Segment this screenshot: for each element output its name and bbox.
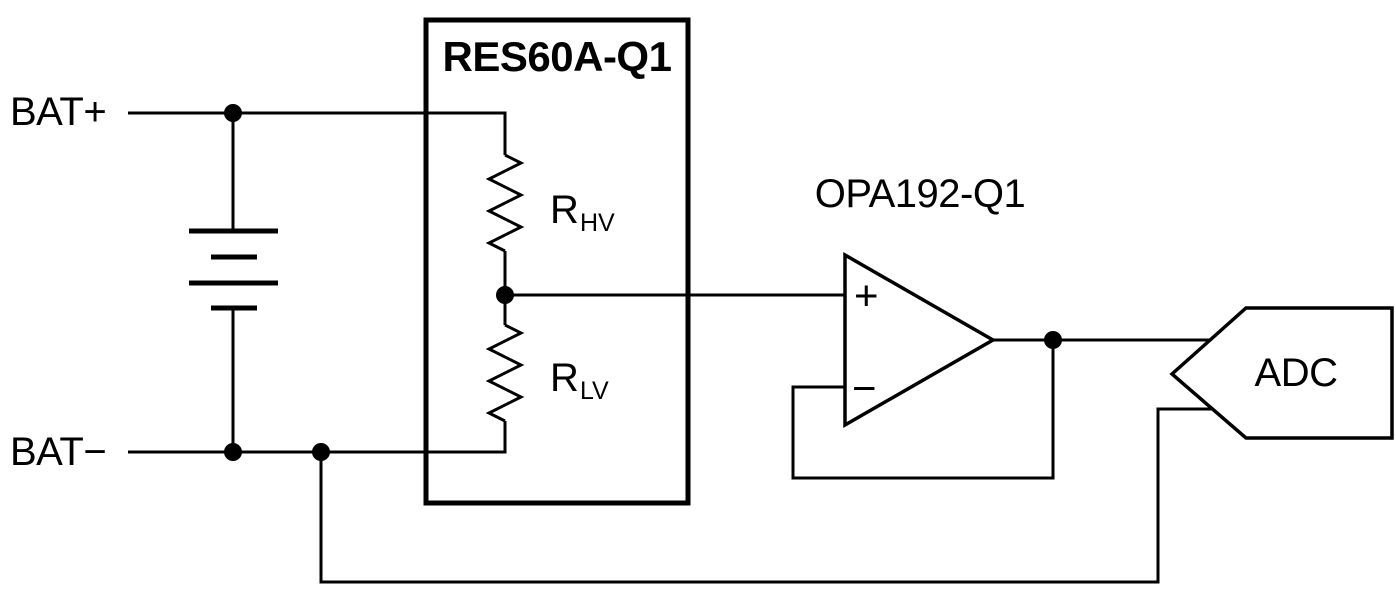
terminal-labels: BAT+ BAT− <box>10 90 107 474</box>
adc-tag <box>1169 306 1394 440</box>
junction-dot-bat-plus <box>224 104 242 122</box>
bat-plus-label: BAT+ <box>10 90 106 134</box>
wire-feedback-loop <box>791 340 1055 480</box>
opamp-noninverting-sign: + <box>854 272 878 319</box>
resistor-rhv <box>485 153 525 253</box>
res60a-box <box>423 17 691 506</box>
resistor-network-block: RES60A-Q1 R HV R LV <box>423 17 691 506</box>
rlv-label: R <box>550 356 578 400</box>
resistor-rlv <box>485 323 525 423</box>
junction-dot-bat-minus-return <box>312 443 330 461</box>
bat-minus-label: BAT− <box>10 430 106 474</box>
battery-symbol <box>189 228 278 311</box>
opamp-triangle <box>843 251 997 429</box>
opamp-label: OPA192-Q1 <box>815 172 1025 216</box>
wire-ground-return <box>319 407 1212 584</box>
junction-dot-bat-minus-battery <box>224 443 242 461</box>
wires <box>128 111 1212 584</box>
junction-dot-divider-midpoint <box>496 286 514 304</box>
junction-dot-opamp-output <box>1044 331 1062 349</box>
rlv-label-subscript: LV <box>580 377 609 405</box>
junction-dots <box>224 104 1062 461</box>
opamp-inverting-sign: − <box>852 365 876 412</box>
rhv-label: R <box>550 188 578 232</box>
wire-bat-minus <box>128 421 507 454</box>
opamp: OPA192-Q1 + − <box>815 172 1026 429</box>
adc-label: ADC <box>1255 351 1338 395</box>
res60a-title: RES60A-Q1 <box>443 33 672 80</box>
adc-block: ADC <box>1169 306 1394 440</box>
rhv-label-subscript: HV <box>580 209 615 237</box>
wire-bat-plus <box>128 111 507 155</box>
